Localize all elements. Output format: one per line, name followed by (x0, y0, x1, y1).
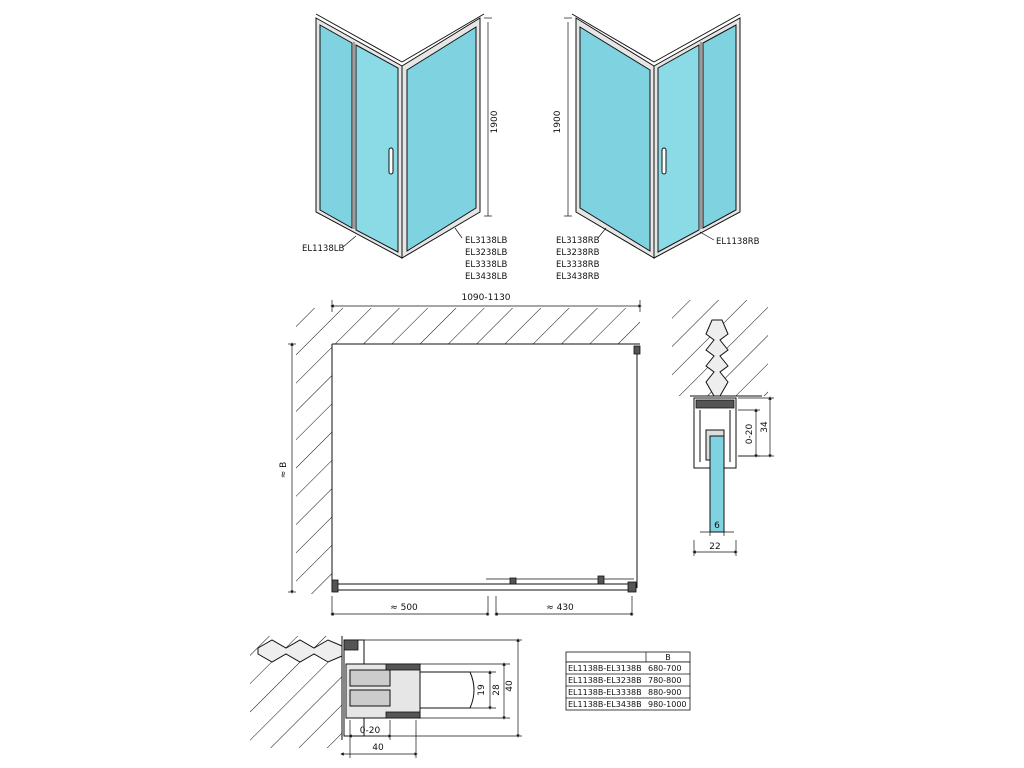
side-code-left-1: EL3238LB (465, 248, 507, 258)
height-label-right: 1900 (553, 110, 563, 133)
door-code-left: EL1138LB (302, 244, 344, 254)
side-glass-right-view (579, 26, 651, 252)
height-label-left: 1900 (490, 110, 500, 133)
door-code-right: EL1138RB (716, 237, 760, 247)
size-row-1-code: EL1138B-EL3238B (568, 676, 642, 685)
bottom-dim-40-horizontal: 40 (372, 743, 384, 753)
profile-width-label: 22 (709, 542, 720, 552)
profile-detail-right: 0-20 34 6 22 (672, 300, 774, 556)
size-row-2-b: 880-900 (648, 688, 681, 697)
anchor-screw (705, 319, 729, 397)
left-wall (296, 344, 332, 594)
top-right-3d-view: 1900 EL3138RB EL3238RB EL3338RB EL3438RB… (553, 13, 760, 282)
side-code-left-2: EL3338LB (465, 260, 507, 270)
size-row-0-b: 680-700 (648, 664, 681, 673)
door-glass-fixed-right (702, 24, 737, 229)
profile-detail-bottom: 19 28 40 0-20 40 (250, 636, 522, 758)
plan-width-label: 1090-1130 (461, 293, 510, 303)
side-code-right-2: EL3338RB (556, 260, 600, 270)
size-row-1-b: 780-800 (648, 676, 681, 685)
side-code-right-0: EL3138RB (556, 236, 600, 246)
plan-depth-label: ≈ B (279, 462, 289, 479)
size-table: B EL1138B-EL3138B 680-700 EL1138B-EL3238… (565, 651, 691, 711)
bottom-dim-40-vertical: 40 (505, 680, 515, 692)
door-glass-sliding (355, 44, 399, 253)
bottom-dim-28: 28 (492, 684, 502, 696)
door-handle-right (661, 147, 667, 175)
size-row-3-code: EL1138B-EL3438B (568, 700, 642, 709)
plan-door-rail (333, 583, 637, 591)
plan-view: 1090-1130 ≈ B ≈ 500 ≈ 430 (279, 293, 642, 616)
side-code-right-1: EL3238RB (556, 248, 600, 258)
size-row-0-code: EL1138B-EL3138B (568, 664, 642, 673)
profile-adjust-label: 0-20 (745, 424, 755, 445)
side-glass-left-view (406, 26, 477, 252)
door-glass-sliding-right (657, 44, 700, 253)
anchor-screw-bottom (257, 639, 343, 663)
size-table-header-b: B (665, 653, 671, 662)
side-code-right-3: EL3438RB (556, 272, 600, 282)
bottom-dim-adjust: 0-20 (360, 726, 381, 736)
glass-in-profile (709, 435, 725, 533)
top-left-3d-view: 1900 EL1138LB EL3138LB EL3238LB EL3338LB… (302, 13, 507, 282)
door-handle (388, 147, 394, 175)
plan-left-segment-label: ≈ 500 (390, 603, 418, 613)
size-row-2-code: EL1138B-EL3338B (568, 688, 642, 697)
plan-right-segment-label: ≈ 430 (546, 603, 574, 613)
side-code-left-0: EL3138LB (465, 236, 507, 246)
size-row-3-b: 980-1000 (648, 700, 687, 709)
door-glass-fixed (319, 24, 353, 229)
side-code-left-3: EL3438LB (465, 272, 507, 282)
bottom-dim-19: 19 (477, 684, 487, 696)
top-wall (332, 308, 640, 344)
profile-glass-label: 6 (714, 521, 720, 531)
profile-height-label: 34 (760, 421, 770, 433)
